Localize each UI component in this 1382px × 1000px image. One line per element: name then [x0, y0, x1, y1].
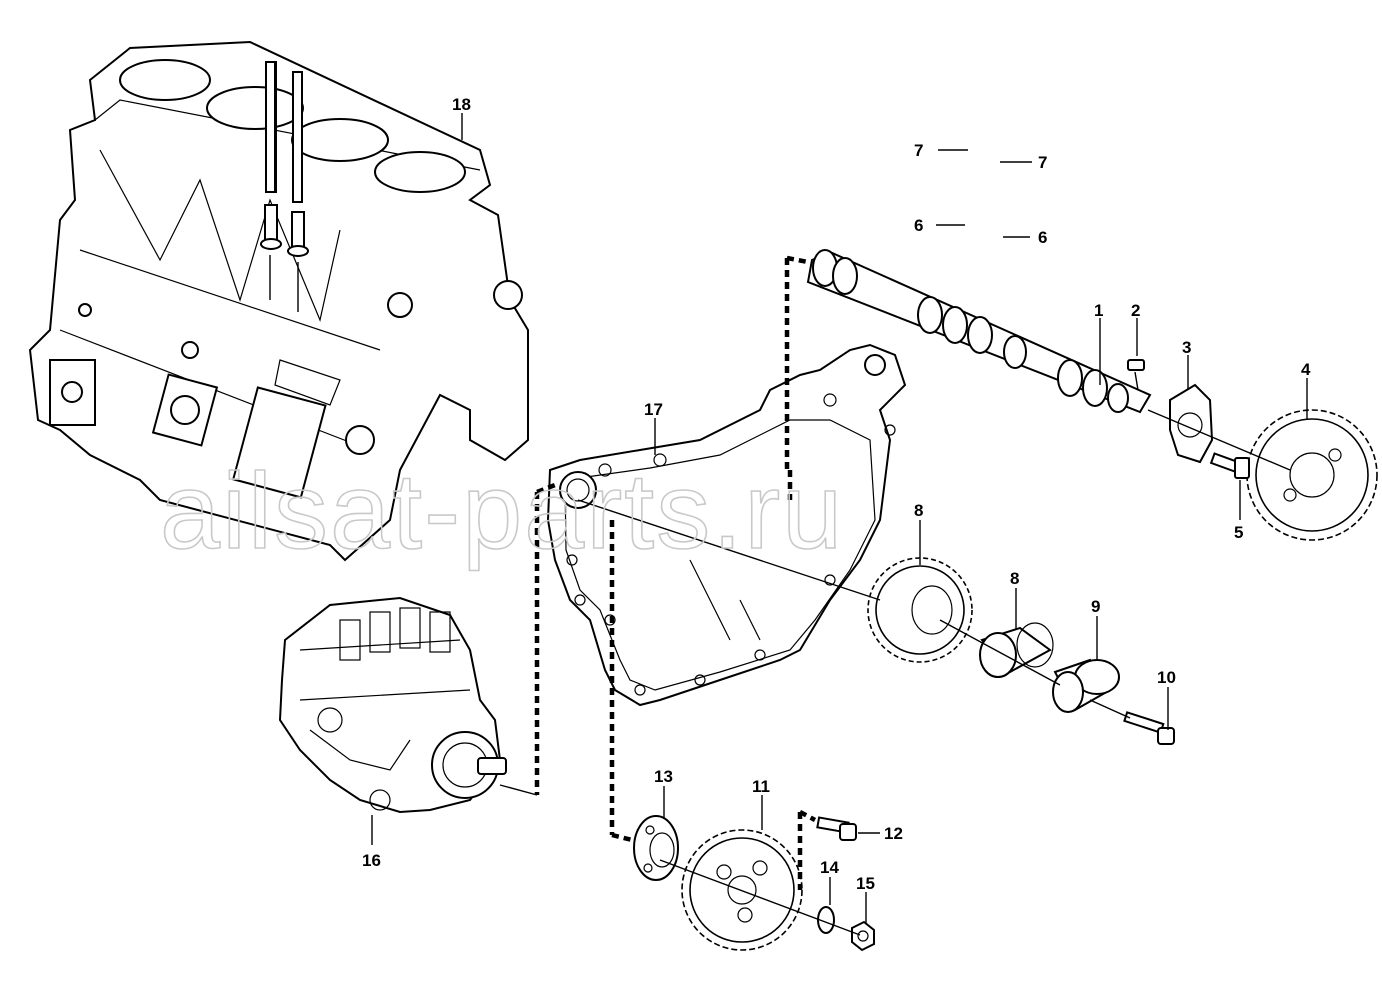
- gear-case-bolt: [816, 816, 857, 841]
- injection-pump: [278, 596, 507, 814]
- assembly-dashed-lines: [534, 255, 817, 890]
- gear-bolt: [1209, 452, 1250, 479]
- woodruff-key: [1127, 359, 1145, 371]
- callout-8-gear: 8: [914, 501, 923, 520]
- callout-1: 1: [1094, 301, 1103, 320]
- callout-10: 10: [1157, 668, 1176, 687]
- callout-15: 15: [856, 874, 875, 893]
- lock-washer: [817, 906, 835, 934]
- callout-7-right: 7: [1038, 153, 1047, 172]
- callout-11: 11: [752, 777, 770, 796]
- idler-gear: [867, 557, 973, 663]
- timing-gear-case: [546, 343, 907, 707]
- gear-nut: [851, 920, 875, 952]
- tappet-2: [287, 211, 309, 257]
- callout-18: 18: [452, 95, 471, 114]
- callout-12: 12: [884, 824, 903, 843]
- watermark: ailsat-parts.ru: [160, 450, 844, 571]
- callout-8-bushing: 8: [1010, 569, 1019, 588]
- callout-6-right: 6: [1038, 228, 1047, 247]
- push-rod-1: [265, 61, 276, 193]
- callout-2: 2: [1131, 301, 1140, 320]
- push-rod-2: [292, 71, 303, 203]
- leader-lines: [371, 113, 1308, 924]
- callout-13: 13: [654, 767, 673, 786]
- callout-17: 17: [644, 400, 663, 419]
- callout-4: 4: [1301, 360, 1311, 379]
- callout-9: 9: [1091, 597, 1100, 616]
- callout-3: 3: [1182, 338, 1191, 357]
- camshaft-gear: [1246, 409, 1378, 541]
- callout-5: 5: [1234, 523, 1243, 542]
- callout-6-left: 6: [914, 216, 923, 235]
- callout-labels: 18 17 1 2 3 4 5 6 6 7 7 8 8 9 10 11 12 1…: [362, 95, 1311, 893]
- assembly-axis-lines: [269, 255, 1291, 936]
- pump-drive-hub: [633, 815, 679, 881]
- callout-16: 16: [362, 851, 381, 870]
- engine-block: [28, 40, 529, 562]
- idler-bushing: [979, 622, 1054, 678]
- shaft-bolt: [1123, 711, 1175, 745]
- callout-7-left: 7: [914, 141, 923, 160]
- thrust-plate: [1169, 383, 1214, 464]
- tappet-1: [260, 204, 282, 250]
- idler-shaft: [1052, 658, 1120, 713]
- callout-14: 14: [820, 858, 839, 877]
- camshaft: [806, 249, 1152, 414]
- pump-drive-gear: [681, 829, 803, 951]
